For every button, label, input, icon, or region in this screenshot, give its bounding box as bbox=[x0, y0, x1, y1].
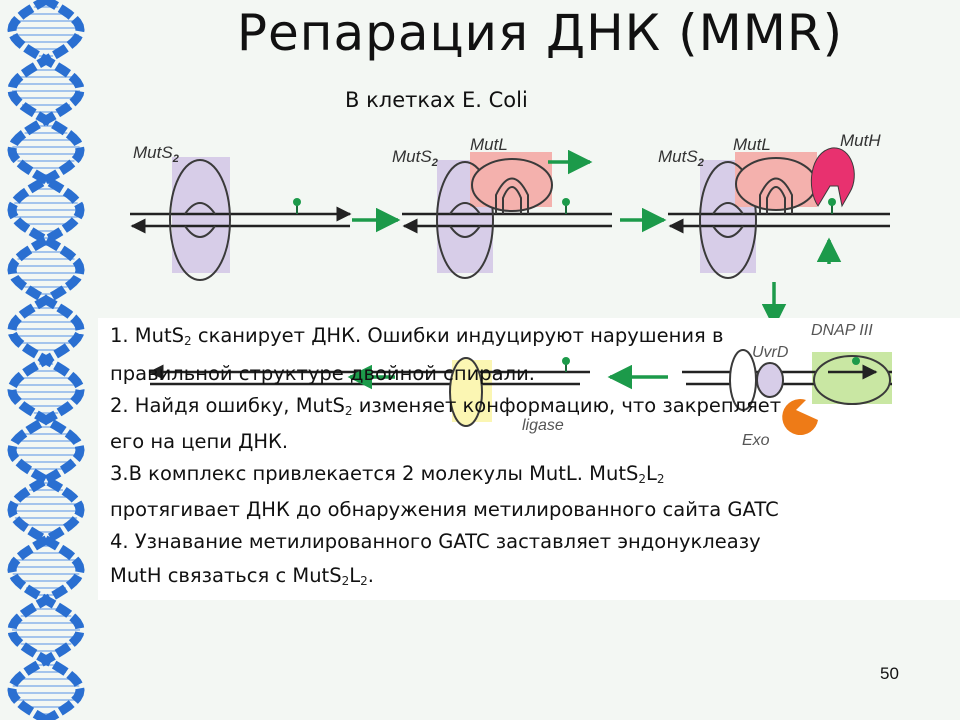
subscript: 2 bbox=[656, 472, 665, 486]
methyl-site-4b bbox=[852, 357, 860, 365]
methyl-site-1 bbox=[293, 198, 301, 206]
label-mutl-3: MutL bbox=[733, 135, 771, 154]
label-dnap-overlay: DNAP III bbox=[811, 322, 873, 339]
step-text: протягивает ДНК до обнаружения метилиров… bbox=[110, 498, 779, 521]
page-number: 50 bbox=[880, 664, 899, 683]
methyl-site-2 bbox=[562, 198, 570, 206]
ligase-enzyme bbox=[449, 357, 483, 427]
step-text: 4. Узнавание метилированного GATC застав… bbox=[110, 530, 761, 553]
subscript: 2 bbox=[341, 574, 350, 588]
step-text: изменяет конформацию, что закрепляет bbox=[352, 394, 782, 417]
label-mutl-2: MutL bbox=[470, 135, 508, 154]
label-exo-overlay: Exo bbox=[742, 432, 770, 449]
mutl-complex-2 bbox=[471, 158, 553, 212]
step-1-line-2: правильной структуре двойной спирали. bbox=[110, 362, 535, 385]
label-muth: MutH bbox=[840, 131, 881, 150]
muts-inner-1 bbox=[184, 202, 216, 238]
muts-inner-3 bbox=[712, 202, 744, 238]
muts-inner-2 bbox=[449, 202, 481, 238]
methyl-site-3 bbox=[828, 198, 836, 206]
dnap-overlay bbox=[813, 355, 891, 405]
panel-2: MutS2 MutL bbox=[392, 135, 612, 279]
label-muts-1: MutS2 bbox=[133, 143, 179, 165]
subscript: 2 bbox=[344, 404, 353, 418]
muts-clamp-3 bbox=[699, 161, 757, 279]
uvrd-overlay bbox=[756, 362, 784, 398]
step-text: MutH связаться с MutS bbox=[110, 564, 342, 587]
step-3-line-1: 3.В комплекс привлекается 2 молекулы Mut… bbox=[110, 462, 665, 486]
step-1-line-1: 1. MutS2 сканирует ДНК. Ошибки индуцирую… bbox=[110, 324, 723, 348]
label-muts-2: MutS2 bbox=[392, 147, 438, 169]
step-text: 1. MutS bbox=[110, 324, 185, 347]
muts-clamp-1 bbox=[169, 159, 231, 281]
panel-1: MutS2 bbox=[130, 143, 352, 281]
muts-clamp-2 bbox=[436, 161, 494, 279]
step-text: 3.В комплекс привлекается 2 молекулы Mut… bbox=[110, 462, 639, 485]
step-2-line-1: 2. Найдя ошибку, MutS2 изменяет конформа… bbox=[110, 394, 781, 418]
step-text: L bbox=[646, 462, 657, 485]
label-ligase: ligase bbox=[522, 417, 564, 434]
slide-subtitle: В клетках E. Coli bbox=[345, 88, 528, 112]
muth-enzyme bbox=[810, 147, 855, 208]
subscript: 2 bbox=[360, 574, 368, 588]
exo-overlay bbox=[782, 399, 818, 436]
dna-helix-decoration bbox=[7, 0, 85, 720]
step-2-line-2: его на цепи ДНК. bbox=[110, 430, 288, 453]
subscript: 2 bbox=[184, 334, 192, 348]
step-text: L bbox=[349, 564, 361, 587]
step-text: правильной структуре двойной спирали. bbox=[110, 362, 535, 385]
step-3-line-2: протягивает ДНК до обнаружения метилиров… bbox=[110, 498, 779, 521]
dna-loop-2 bbox=[495, 177, 529, 214]
helix-strand-2 bbox=[7, 0, 85, 720]
step-text: его на цепи ДНК. bbox=[110, 430, 289, 453]
label-muts-3: MutS2 bbox=[658, 147, 704, 169]
dna-loop-3 bbox=[759, 177, 793, 214]
label-uvrd-overlay: UvrD bbox=[752, 344, 789, 361]
panel-3: MutS2 MutL MutH bbox=[658, 131, 890, 279]
slide-title: Репарация ДНК (MMR) bbox=[236, 4, 844, 62]
step-4-line-2: MutH связаться с MutS2L2. bbox=[110, 564, 374, 588]
step-text: сканирует ДНК. Ошибки индуцируют нарушен… bbox=[191, 324, 724, 347]
step-4-line-1: 4. Узнавание метилированного GATC застав… bbox=[110, 530, 761, 553]
methyl-site-5 bbox=[562, 357, 570, 365]
step-text: . bbox=[367, 564, 374, 587]
step-text: 2. Найдя ошибку, MutS bbox=[110, 394, 345, 417]
subscript: 2 bbox=[638, 472, 647, 486]
